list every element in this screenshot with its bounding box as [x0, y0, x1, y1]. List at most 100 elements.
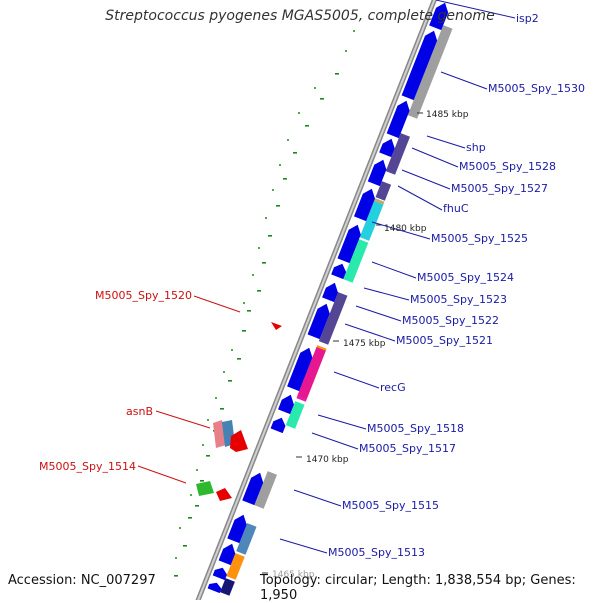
gc-dash — [237, 358, 241, 360]
map-title: Streptococcus pyogenes MGAS5005, complet… — [105, 8, 495, 24]
reverse-gene-m5005-spy-1520 — [271, 322, 282, 330]
gc-dot — [223, 371, 225, 373]
gc-dash — [305, 125, 309, 127]
backbone-highlight — [197, 0, 436, 600]
label-leader-line — [333, 371, 380, 389]
cog-block — [220, 578, 235, 596]
cog-block — [254, 471, 278, 509]
tick-label-1470: 1470 kbp — [306, 455, 349, 465]
gc-dot — [231, 349, 233, 351]
cog-block — [407, 25, 453, 119]
forward-gene-arrow — [207, 582, 222, 594]
gene-label-m5005-spy-1514[interactable]: M5005_Spy_1514 — [39, 460, 136, 473]
gc-dot — [265, 217, 267, 219]
accession-text: Accession: NC_007297 — [8, 573, 156, 588]
gc-dash — [174, 575, 178, 577]
label-leader-line — [355, 305, 402, 322]
label-leader-line — [440, 71, 488, 90]
cog-block — [375, 181, 392, 201]
gc-dash — [283, 178, 287, 180]
forward-gene-arrow — [386, 100, 410, 139]
forward-gene-arrow — [429, 2, 449, 31]
gene-label-m5005-spy-1527[interactable]: M5005_Spy_1527 — [451, 182, 548, 195]
gc-dot — [353, 30, 355, 32]
forward-gene-arrow — [307, 303, 330, 340]
gc-dot — [314, 87, 316, 89]
label-leader-line — [344, 323, 396, 342]
label-leaders — [137, 0, 516, 554]
genome-summary-text: Topology: circular; Length: 1,838,554 bp… — [260, 573, 576, 603]
gc-dot — [258, 247, 260, 249]
label-leader-line — [371, 221, 431, 240]
cog-block — [343, 239, 369, 283]
gc-dash — [206, 455, 210, 457]
forward-gene-arrow — [212, 567, 227, 581]
forward-gene-arrow — [322, 282, 338, 303]
forward-gene-arrow — [227, 514, 247, 544]
gc-dash — [320, 98, 324, 100]
gc-dash — [242, 330, 246, 332]
tick-label-1465: 1465 kbp — [272, 570, 315, 580]
gc-dash — [188, 517, 192, 519]
cog-block — [296, 347, 326, 402]
forward-gene-arrow — [270, 417, 286, 434]
gene-label-m5005-spy-1525[interactable]: M5005_Spy_1525 — [431, 232, 528, 245]
label-leader-line — [401, 169, 451, 190]
gc-dot — [190, 494, 192, 496]
gene-label-asnb[interactable]: asnB — [126, 405, 153, 418]
forward-gene-arrow — [242, 472, 264, 506]
gene-label-m5005-spy-1522[interactable]: M5005_Spy_1522 — [402, 314, 499, 327]
gene-label-shp[interactable]: shp — [466, 141, 486, 154]
gc-dash — [247, 310, 251, 312]
gene-label-m5005-spy-1515[interactable]: M5005_Spy_1515 — [342, 499, 439, 512]
label-leader-line-red — [137, 465, 187, 484]
reverse-gene-asnb — [230, 430, 248, 452]
gc-dash — [276, 205, 280, 207]
gene-label-m5005-spy-1513[interactable]: M5005_Spy_1513 — [328, 546, 425, 559]
gc-dash — [335, 73, 339, 75]
forward-gene-arrow — [287, 347, 313, 392]
forward-gene-arrow — [353, 188, 375, 222]
gc-dash — [268, 235, 272, 237]
gc-dot — [196, 469, 198, 471]
label-leader-line — [279, 538, 328, 554]
label-leader-line — [371, 261, 417, 279]
gc-dash — [183, 545, 187, 547]
gc-dash — [220, 408, 224, 410]
genome-backbone — [195, 0, 437, 600]
forward-gene-arrow — [278, 394, 294, 415]
gc-dot — [243, 302, 245, 304]
gc-dot — [298, 112, 300, 114]
label-leader-line-red — [155, 410, 211, 429]
forward-gene-arrow — [218, 543, 236, 566]
gene-label-recg[interactable]: recG — [380, 381, 406, 394]
gene-label-m5005-spy-1524[interactable]: M5005_Spy_1524 — [417, 271, 514, 284]
gene-label-m5005-spy-1520[interactable]: M5005_Spy_1520 — [95, 289, 192, 302]
gc-dot — [272, 189, 274, 191]
gc-dot — [179, 527, 181, 529]
cog-block — [226, 553, 245, 580]
label-leader-line — [397, 185, 443, 211]
gene-label-m5005-spy-1530[interactable]: M5005_Spy_1530 — [488, 82, 585, 95]
gene-label-isp2[interactable]: isp2 — [516, 12, 539, 25]
gene-label-m5005-spy-1517[interactable]: M5005_Spy_1517 — [359, 442, 456, 455]
label-leader-line — [411, 147, 459, 168]
label-leader-line — [426, 135, 466, 149]
gene-label-fhuc[interactable]: fhuC — [443, 202, 469, 215]
gene-label-m5005-spy-1523[interactable]: M5005_Spy_1523 — [410, 293, 507, 306]
gene-label-m5005-spy-1528[interactable]: M5005_Spy_1528 — [459, 160, 556, 173]
gc-dot — [175, 557, 177, 559]
cog-block — [236, 523, 257, 555]
gc-dash — [200, 480, 204, 482]
cog-block — [385, 133, 411, 175]
gc-dash — [257, 290, 261, 292]
gc-dot — [279, 164, 281, 166]
label-leader-line — [311, 432, 359, 450]
cog-block — [359, 201, 384, 241]
gene-label-m5005-spy-1521[interactable]: M5005_Spy_1521 — [396, 334, 493, 347]
gene-label-m5005-spy-1518[interactable]: M5005_Spy_1518 — [367, 422, 464, 435]
tick-label-1485: 1485 kbp — [426, 110, 469, 120]
label-leader-line — [363, 287, 410, 301]
forward-gene-arrow — [331, 263, 347, 280]
